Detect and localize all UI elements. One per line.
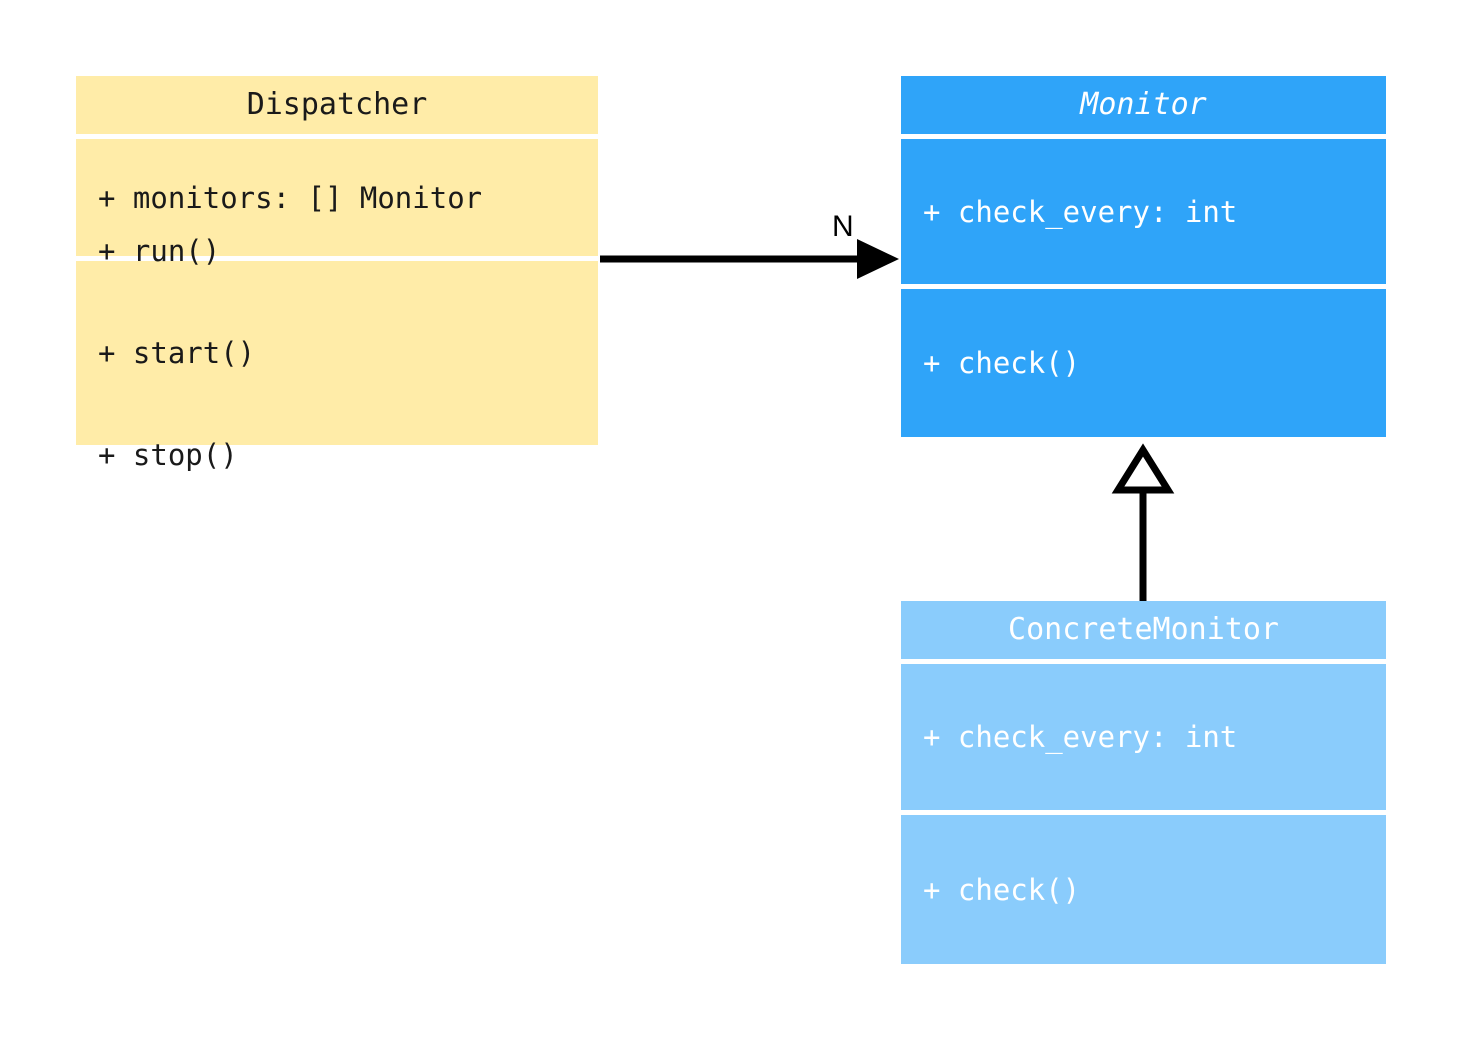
class-title-band-concrete-monitor: ConcreteMonitor <box>901 601 1386 659</box>
method-row: + check() <box>923 346 1081 380</box>
attribute-row: + check_every: int <box>923 194 1238 229</box>
class-attributes-dispatcher: + monitors: [] Monitor <box>76 113 598 283</box>
class-title-band-dispatcher: Dispatcher <box>76 76 598 134</box>
class-name-concrete-monitor: ConcreteMonitor <box>1008 612 1279 647</box>
class-box-dispatcher[interactable]: Dispatcher + monitors: [] Monitor + run(… <box>76 76 598 472</box>
method-row: + check() <box>923 872 1081 907</box>
method-row: + run() <box>98 234 221 268</box>
class-attributes-concrete-monitor: + check_every: int <box>901 652 1386 822</box>
method-row: + start() <box>98 336 256 370</box>
class-methods-dispatcher: + run() + start() + stop() <box>76 166 598 540</box>
class-methods-band-concrete-monitor: + check() <box>901 815 1386 964</box>
class-attributes-band-concrete-monitor: + check_every: int <box>901 664 1386 810</box>
class-methods-band-dispatcher: + run() + start() + stop() <box>76 234 598 472</box>
class-name-dispatcher: Dispatcher <box>246 87 428 122</box>
hollow-triangle-arrowhead-icon <box>1111 443 1175 494</box>
method-row: + stop() <box>98 438 238 472</box>
generalization-concrete-monitor-monitor <box>1111 443 1175 601</box>
class-attributes-band-dispatcher: + monitors: [] Monitor <box>76 139 598 256</box>
class-attributes-band-monitor: + check_every: int <box>901 139 1386 284</box>
class-name-monitor: Monitor <box>1080 87 1207 122</box>
class-attributes-monitor: + check_every: int <box>901 127 1386 297</box>
class-box-monitor[interactable]: Monitor + check_every: int + check() <box>901 76 1386 442</box>
association-dispatcher-monitor <box>600 239 899 279</box>
class-methods-monitor: + check() <box>901 278 1386 448</box>
attribute-row: + monitors: [] Monitor <box>98 180 483 215</box>
class-methods-concrete-monitor: + check() <box>901 805 1386 975</box>
class-title-band-monitor: Monitor <box>901 76 1386 134</box>
solid-arrowhead-icon <box>857 239 899 279</box>
association-multiplicity-label: N <box>832 210 854 243</box>
attribute-row: + check_every: int <box>923 720 1238 754</box>
class-methods-band-monitor: + check() <box>901 289 1386 437</box>
class-box-concrete-monitor[interactable]: ConcreteMonitor + check_every: int + che… <box>901 601 1386 969</box>
